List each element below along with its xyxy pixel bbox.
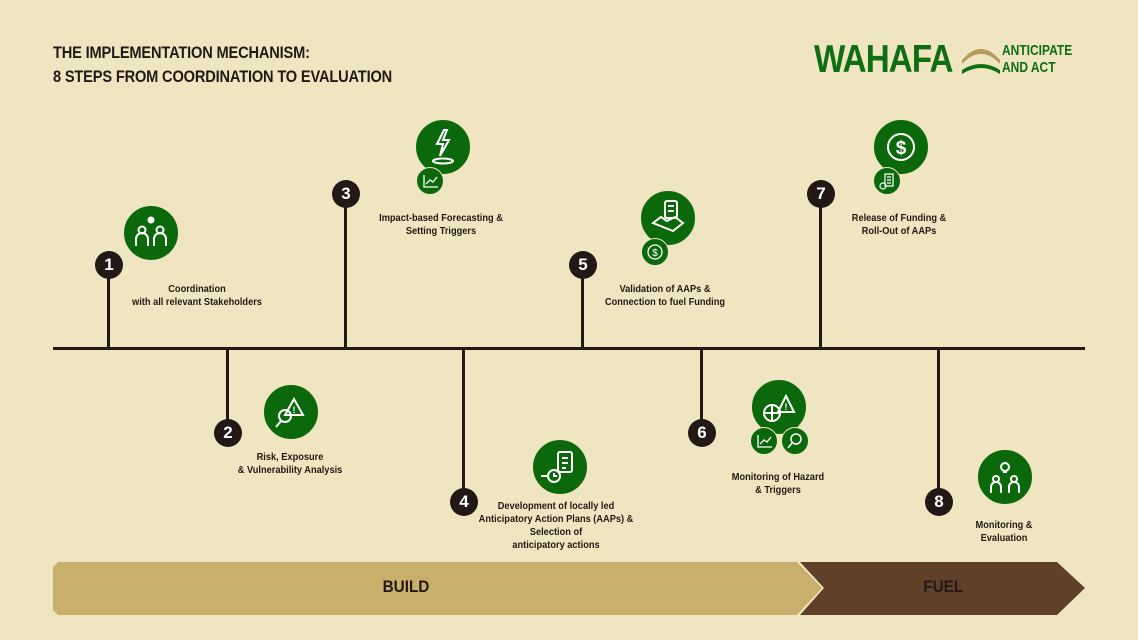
step-connector [226, 348, 229, 433]
page-title: THE IMPLEMENTATION MECHANISM: 8 STEPS FR… [53, 41, 392, 89]
build-phase-arrow [53, 562, 822, 615]
step-connector [700, 348, 703, 433]
handshake-clipboard-icon [640, 190, 696, 246]
title-line-2: 8 STEPS FROM COORDINATION TO EVALUATION [53, 67, 393, 86]
wahafa-logo: WAHAFA ANTICIPATE AND ACT [814, 38, 1094, 82]
step-connector [581, 265, 584, 348]
title-line-1: THE IMPLEMENTATION MECHANISM: [53, 43, 310, 62]
step-number-badge: 8 [925, 488, 953, 516]
fuel-phase-label: FUEL [923, 577, 964, 596]
svg-text:!: ! [785, 402, 788, 412]
tagline-line-2: AND ACT [1002, 59, 1056, 76]
step-connector [107, 265, 110, 348]
fuel-phase-arrow [800, 562, 1085, 615]
step-label: Impact-based Forecasting & Setting Trigg… [379, 212, 503, 237]
step-number-badge: 2 [214, 419, 242, 447]
step-connector [462, 348, 465, 502]
svg-text:!: ! [293, 405, 296, 415]
logo-name: WAHAFA [814, 38, 953, 81]
clipboard-clock-icon [532, 439, 588, 495]
magnifier-warning-icon: ! [263, 384, 319, 440]
step-label: Risk, Exposure & Vulnerability Analysis [237, 451, 343, 476]
step-connector [937, 348, 940, 502]
step-number-badge: 7 [807, 180, 835, 208]
tagline-line-1: ANTICIPATE [1002, 42, 1073, 59]
step-label: Validation of AAPs & Connection to fuel … [604, 283, 726, 308]
chart-icon [750, 427, 778, 455]
step-connector [344, 194, 347, 348]
step-label: Development of locally led Anticipatory … [478, 500, 634, 551]
svg-text:$: $ [896, 138, 907, 159]
coin-icon: $ [641, 238, 669, 266]
step-label: Coordination with all relevant Stakehold… [132, 283, 262, 308]
step-number-badge: 5 [569, 251, 597, 279]
step-number-badge: 3 [332, 180, 360, 208]
magnifier-icon [781, 427, 809, 455]
logo-wave-icon [962, 49, 1000, 74]
svg-text:$: $ [652, 248, 658, 259]
logo-tagline: ANTICIPATE AND ACT [1002, 42, 1072, 76]
step-label: Release of Funding & Roll-Out of AAPs [851, 212, 947, 237]
step-number-badge: 4 [450, 488, 478, 516]
dollar-icon: $ [873, 119, 929, 175]
step-connector [819, 194, 822, 348]
globe-satellite-icon: ! [751, 379, 807, 435]
people-lightbulb-icon [977, 449, 1033, 505]
step-number-badge: 6 [688, 419, 716, 447]
checklist-icon [873, 167, 901, 195]
step-number-badge: 1 [95, 251, 123, 279]
build-phase-label: BUILD [382, 577, 430, 596]
timeline-axis [53, 347, 1085, 350]
people-gear-icon [123, 205, 179, 261]
step-label: Monitoring of Hazard & Triggers [731, 471, 825, 496]
step-label: Monitoring & Evaluation [975, 519, 1033, 544]
chart-icon [416, 167, 444, 195]
lightning-icon [415, 119, 471, 175]
